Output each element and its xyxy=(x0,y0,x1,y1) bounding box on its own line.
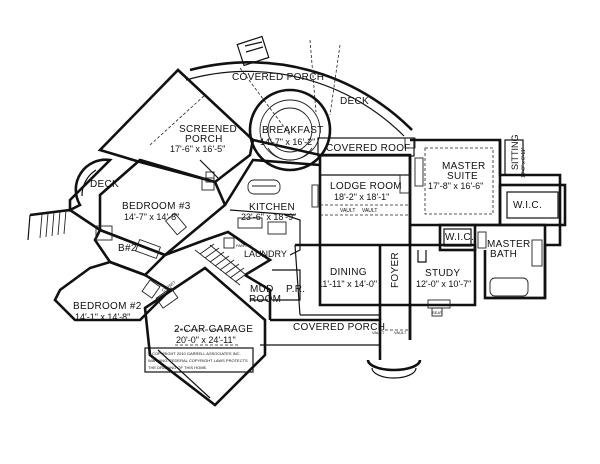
sitting-dims: 10'-0" x 6'-11" xyxy=(521,147,527,178)
porch-vault-2: VAULT xyxy=(394,330,407,335)
sitting-label: SITTING xyxy=(510,135,520,171)
bath-2-label: B#2 xyxy=(118,243,137,254)
wic-master-label: W.I.C. xyxy=(513,200,542,211)
interior-stairs xyxy=(194,243,253,286)
pantry-label: PANTRY xyxy=(236,243,252,248)
bedroom-2-dims: 14'-1" x 14'-8" xyxy=(75,312,130,322)
covered-roof-strip xyxy=(317,137,416,157)
wic-left-label: W.I.C. xyxy=(445,232,474,243)
garage-label: 2-CAR GARAGE xyxy=(174,324,253,335)
study-label: STUDY xyxy=(425,268,460,279)
bedroom-3-label: BEDROOM #3 xyxy=(122,201,191,212)
garage-dims: 20'-0" x 24'-11" xyxy=(176,335,236,345)
porch-vault-1: VAULT xyxy=(372,330,385,335)
deck-top-label: DECK xyxy=(340,96,369,107)
kitchen-dims: 23'-6" x 18'-9" xyxy=(241,212,296,222)
foyer-label: FOYER xyxy=(390,252,401,288)
mud-room-label: MUD xyxy=(250,284,274,295)
laundry-pantry xyxy=(164,230,273,286)
bedroom-3-dims: 14'-7" x 14'-8" xyxy=(124,212,179,222)
front-porch-walls xyxy=(260,318,422,379)
screened-porch-walls xyxy=(97,68,255,184)
mud-room-label-2: ROOM xyxy=(249,294,281,305)
copyright-box xyxy=(144,347,254,373)
study-dims: 12'-0" x 10'-7" xyxy=(416,279,471,289)
screened-porch-label-2: PORCH xyxy=(185,134,223,145)
study-walls xyxy=(410,243,477,309)
covered-roof-label: COVERED ROOF xyxy=(326,143,411,154)
left-deck xyxy=(27,158,113,241)
seat-bench xyxy=(431,307,443,317)
covered-porch-top-label: COVERED PORCH xyxy=(232,72,324,83)
master-bath-walls xyxy=(475,223,547,300)
deck-stairs xyxy=(39,209,67,239)
powder-room-label: P.R. xyxy=(286,284,305,295)
copyright-line-2: WARNING: FEDERAL COPYRIGHT LAWS PROTECTS xyxy=(148,358,248,363)
kitchen-label: KITCHEN xyxy=(249,202,295,213)
bedroom-2-walls xyxy=(53,260,173,322)
master-bath-label-2: BATH xyxy=(490,249,517,260)
main-body-walls xyxy=(252,138,412,340)
dining-foyer-walls xyxy=(294,243,382,320)
seat-label: SEAT xyxy=(432,310,443,315)
bedroom-2-label: BEDROOM #2 xyxy=(73,301,142,312)
garage-walls xyxy=(143,266,267,407)
copyright-line-3: THE DRAWING OF THIS HOME. xyxy=(148,365,207,370)
master-suite-label-2: SUITE xyxy=(447,171,478,182)
lodge-vault-1: VAULT xyxy=(340,208,355,214)
bath-2-walls xyxy=(93,225,168,277)
dining-dims: 11'-11" x 14'-0" xyxy=(318,279,377,289)
lodge-room-dims: 18'-2" x 18'-1" xyxy=(334,192,389,202)
master-bath-label: MASTER xyxy=(487,239,530,250)
lodge-room-label: LODGE ROOM xyxy=(330,181,402,192)
screened-porch-dims: 17'-6" x 16'-5" xyxy=(170,144,225,154)
lodge-vault-2: VAULT xyxy=(362,208,377,214)
covered-porch-front-label: COVERED PORCH xyxy=(293,322,385,333)
master-suite-dims: 17'-8" x 16'-6" xyxy=(428,181,483,191)
mud-powder-walls xyxy=(244,269,301,320)
dining-label: DINING xyxy=(330,267,367,278)
deck-left-label: DECK xyxy=(90,179,119,190)
screened-porch-label: SCREENED xyxy=(179,124,237,135)
master-suite-label: MASTER xyxy=(442,161,485,172)
rear-deck-outline xyxy=(185,35,413,137)
laundry-label: LAUNDRY xyxy=(244,249,287,259)
breakfast-label: BREAKFAST xyxy=(262,125,324,136)
copyright-line-1: © COPYRIGHT 2010 GARRELL ASSOCIATES INC. xyxy=(148,351,241,356)
breakfast-dims: 14'-7" x 16'-2" xyxy=(260,137,315,147)
